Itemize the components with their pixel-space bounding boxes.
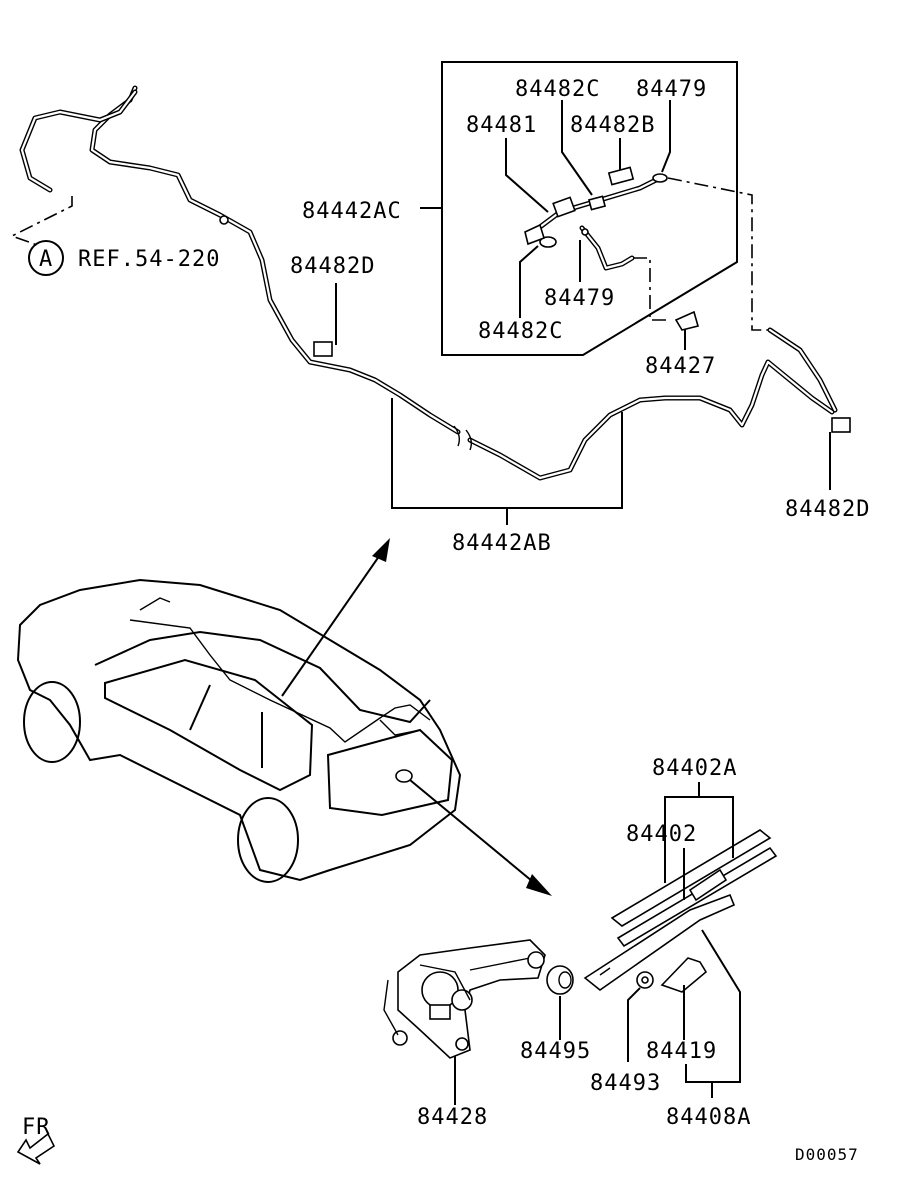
ref-dashline — [9, 196, 73, 247]
label-84408A: 84408A — [666, 1105, 751, 1130]
washer-hose — [19, 85, 851, 481]
label-84482D-left: 84482D — [290, 254, 375, 279]
label-84427: 84427 — [645, 354, 716, 379]
detail-inset-frame — [441, 61, 738, 356]
leader-84493 — [627, 987, 641, 1062]
label-84479-top: 84479 — [636, 77, 707, 102]
ref-label: REF.54-220 — [78, 247, 220, 272]
wiper-motor — [383, 939, 546, 1059]
label-84482C-bot: 84482C — [478, 319, 563, 344]
wiper-blade-assembly — [583, 829, 778, 993]
front-arrow-icon — [16, 1132, 56, 1165]
nozzle-84427 — [674, 310, 699, 331]
label-84428: 84428 — [417, 1105, 488, 1130]
label-84419: 84419 — [646, 1039, 717, 1064]
label-84481: 84481 — [466, 113, 537, 138]
label-fr: FR — [22, 1115, 51, 1140]
diagram-code: D00057 — [795, 1145, 859, 1164]
vehicle-outline — [16, 578, 462, 883]
label-84495: 84495 — [520, 1039, 591, 1064]
ref-circle — [28, 240, 64, 276]
label-84482C-top: 84482C — [515, 77, 600, 102]
cap-84495 — [546, 965, 574, 995]
label-84402A: 84402A — [652, 756, 737, 781]
leader-84408A — [685, 929, 741, 1083]
label-84442AB: 84442AB — [452, 531, 552, 556]
label-84482B: 84482B — [570, 113, 655, 138]
label-84482D-right: 84482D — [785, 497, 870, 522]
label-84442AC: 84442AC — [302, 199, 402, 224]
ref-circle-letter: A — [39, 247, 53, 272]
label-84402: 84402 — [626, 822, 697, 847]
label-84493: 84493 — [590, 1071, 661, 1096]
inset-leaders — [505, 100, 770, 331]
label-84479-mid: 84479 — [544, 286, 615, 311]
inset-hose-assembly — [524, 166, 668, 271]
pointer-arrows — [281, 538, 552, 896]
